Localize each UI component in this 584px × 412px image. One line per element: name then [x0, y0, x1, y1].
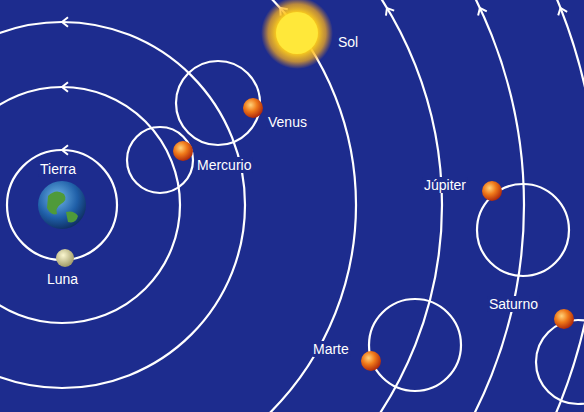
sun: [261, 0, 333, 69]
venus: [243, 98, 263, 118]
earth: [38, 181, 86, 229]
saturn-label: Saturno: [487, 296, 540, 312]
mars: [361, 351, 381, 371]
mars-label: Marte: [311, 341, 351, 357]
mercury: [173, 141, 193, 161]
sun-label: Sol: [336, 34, 360, 50]
earth-label: Tierra: [38, 161, 78, 177]
earth-land: [47, 191, 78, 222]
orbit-arrow: [62, 17, 68, 27]
saturn: [554, 309, 574, 329]
orbit-arrow: [558, 8, 567, 15]
sun-core: [276, 12, 318, 54]
mercury-label: Mercurio: [195, 157, 253, 173]
orbit-arrow: [386, 8, 394, 16]
moon-label: Luna: [45, 271, 80, 287]
venus-label: Venus: [266, 114, 309, 130]
jupiter: [482, 181, 502, 201]
orbit-arrow: [62, 82, 68, 92]
orbit-arrow: [62, 145, 68, 155]
jupiter-label: Júpiter: [422, 177, 468, 193]
orbit-arrow: [478, 8, 487, 15]
motion-arrows: [62, 8, 567, 155]
moon: [56, 249, 74, 267]
